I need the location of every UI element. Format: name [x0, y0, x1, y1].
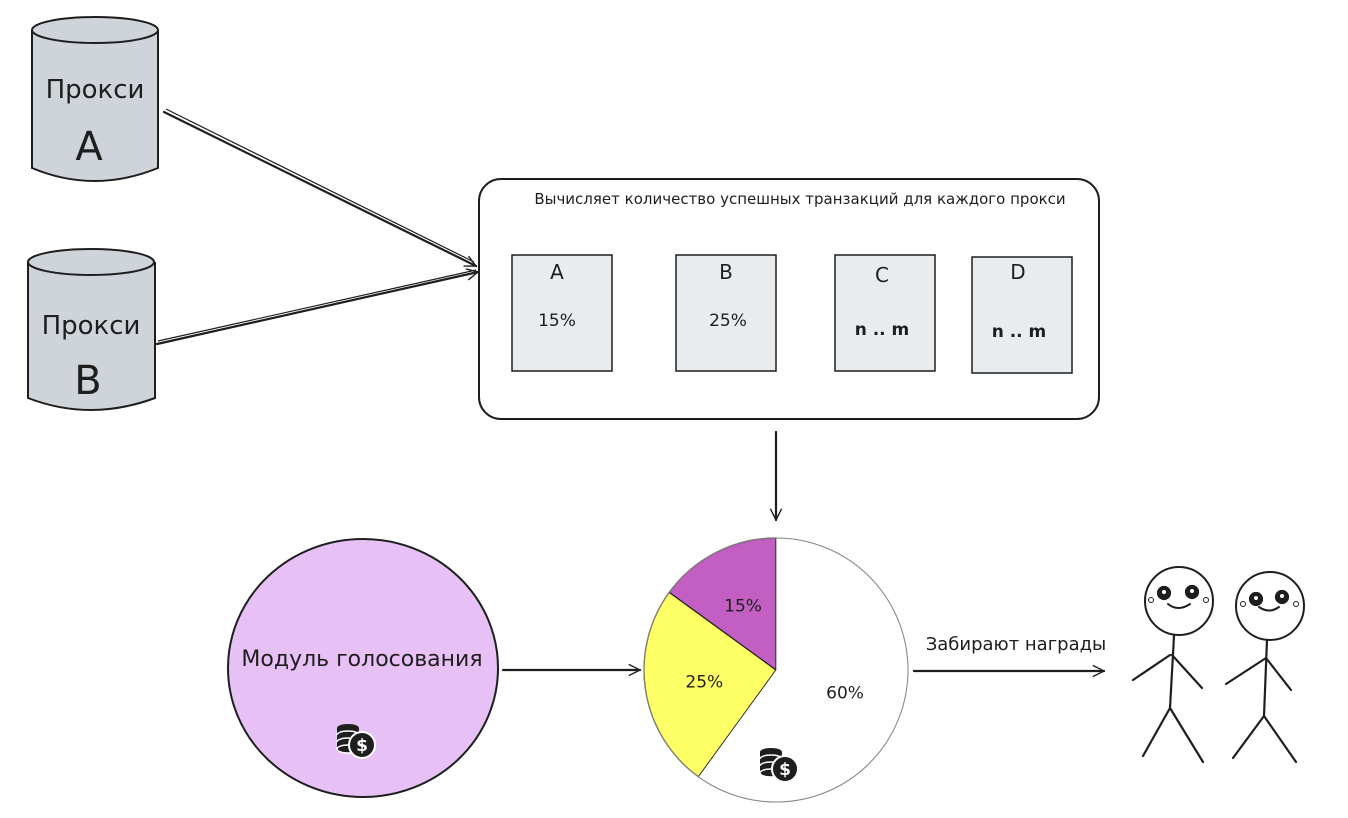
proxy-card-c: C n .. m — [834, 254, 936, 372]
card-value: 15% — [538, 311, 576, 331]
proxy-b-label: Прокси — [42, 311, 141, 341]
arrow-proxy-b — [155, 272, 478, 346]
proxy-card-a: A 15% — [511, 254, 613, 372]
voting-module: Модуль голосования — [227, 538, 499, 798]
card-value: n .. m — [855, 320, 910, 340]
pie-slice-label: 60% — [826, 683, 864, 703]
voting-module-label: Модуль голосования — [241, 647, 482, 672]
arrow-proxy-a-sketch — [165, 108, 475, 263]
calculation-title: Вычисляет количество успешных транзакций… — [534, 190, 1065, 208]
distribution-pie: 15% 25% 60% — [643, 537, 909, 803]
card-letter: B — [719, 260, 733, 284]
user-figure-1 — [1131, 566, 1214, 764]
pie-slice-label: 25% — [685, 672, 723, 692]
card-letter: D — [1010, 260, 1025, 284]
proxy-card-b: B 25% — [675, 254, 777, 372]
pie-slice-label: 15% — [724, 596, 762, 616]
card-letter: C — [875, 263, 889, 287]
proxy-b-letter: B — [74, 358, 101, 404]
proxy-a-label: Прокси — [46, 75, 145, 105]
arrow-proxy-a — [162, 110, 476, 268]
pie-outline — [643, 537, 909, 803]
card-letter: A — [550, 260, 564, 284]
card-value: n .. m — [992, 322, 1047, 342]
card-value: 25% — [709, 311, 747, 331]
user-figure-2 — [1224, 571, 1305, 764]
proxy-b-cylinder: Прокси B — [27, 248, 156, 411]
proxy-a-cylinder: Прокси A — [31, 16, 159, 182]
rewards-label: Забирают награды — [926, 634, 1107, 655]
calculation-box: Вычисляет количество успешных транзакций… — [478, 178, 1100, 420]
arrow-proxy-b-sketch — [157, 269, 477, 342]
proxy-a-letter: A — [75, 124, 103, 170]
proxy-card-d: D n .. m — [971, 256, 1073, 374]
